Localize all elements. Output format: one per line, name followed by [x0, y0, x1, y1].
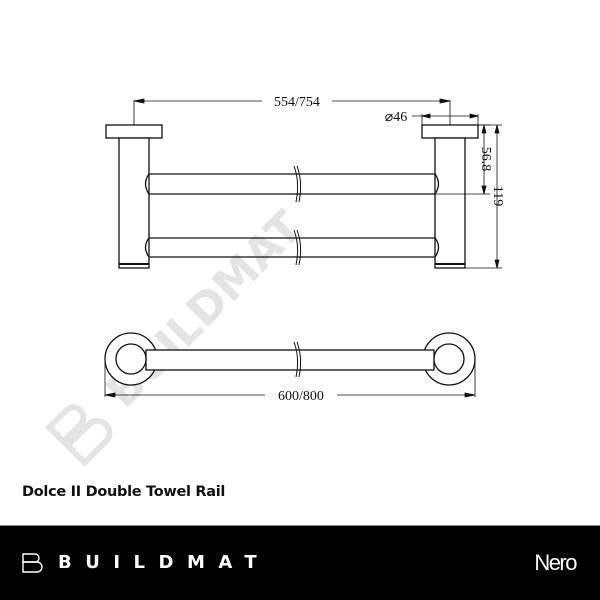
upper-rail [144, 165, 440, 203]
top-rail [145, 349, 435, 371]
top-view [104, 332, 476, 398]
technical-drawing: BUILDMAT [45, 95, 505, 467]
dimension-flange-diameter [412, 113, 479, 125]
left-post-top [115, 343, 147, 375]
watermark-logo-icon [45, 404, 113, 467]
right-post-top [433, 343, 465, 375]
dimension-centre-width [133, 98, 451, 125]
lower-rail [144, 229, 440, 266]
buildmat-b-logo-icon [22, 552, 43, 573]
left-post [118, 137, 150, 269]
right-flange [421, 124, 479, 139]
front-view [105, 98, 502, 269]
right-post [434, 137, 466, 269]
footer-band: BUILDMAT Nero [0, 525, 600, 600]
left-flange [105, 124, 163, 139]
dimension-label-centre-width: 554/754 [274, 95, 320, 110]
dimension-label-flange-diameter: ⌀46 [385, 110, 407, 125]
dimension-label-overall-length: 600/800 [278, 389, 324, 404]
dimension-overall-height [465, 124, 502, 269]
product-title: Dolce II Double Towel Rail [22, 484, 226, 500]
watermark: BUILDMAT [45, 202, 313, 467]
buildmat-wordmark: BUILDMAT [58, 552, 271, 573]
nero-wordmark: Nero [534, 550, 577, 575]
buildmat-brand[interactable]: BUILDMAT [22, 552, 270, 573]
dimension-label-overall-height: 119 [490, 186, 505, 206]
dimension-overall-length [104, 359, 476, 398]
dimension-label-rail-spacing: 56.8 [478, 147, 493, 172]
